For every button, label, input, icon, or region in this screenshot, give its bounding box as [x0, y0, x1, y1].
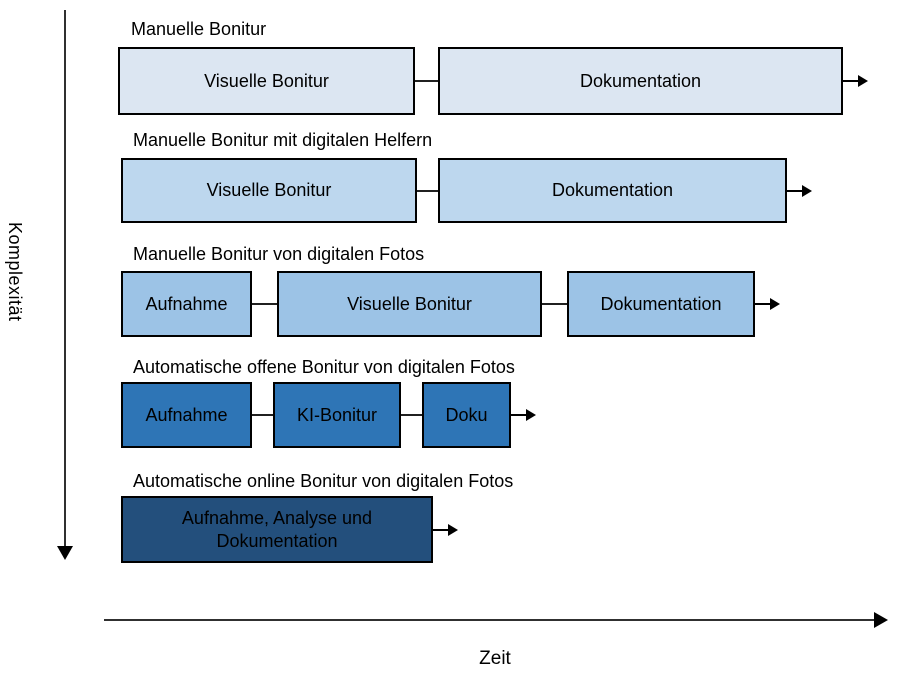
process-step-box: Aufnahme	[121, 271, 252, 337]
connector-line	[401, 414, 422, 416]
step-label: Dokumentation	[551, 180, 674, 201]
process-row: Aufnahme, Analyse und Dokumentation	[121, 496, 458, 563]
step-label: Aufnahme	[145, 293, 228, 314]
row-title: Automatische online Bonitur von digitale…	[133, 471, 514, 491]
arrowhead-right-icon	[448, 523, 458, 536]
row-title: Automatische offene Bonitur von digitale…	[133, 357, 515, 377]
x-axis-line	[104, 619, 876, 621]
process-step-box: Visuelle Bonitur	[121, 158, 417, 223]
arrow-right-icon	[874, 612, 888, 628]
y-axis-label: Komplexität	[5, 222, 25, 322]
connector-line	[252, 414, 273, 416]
flow-arrow	[787, 184, 812, 197]
step-label: Visuelle Bonitur	[204, 70, 329, 91]
connector-line	[415, 80, 438, 82]
connector-line	[417, 189, 438, 192]
process-step-box: Visuelle Bonitur	[277, 271, 542, 337]
flow-arrow	[755, 298, 780, 310]
arrow-shaft	[433, 528, 448, 531]
row-title: Manuelle Bonitur	[131, 19, 267, 39]
arrowhead-right-icon	[526, 409, 536, 421]
row-title: Manuelle Bonitur von digitalen Fotos	[133, 244, 425, 264]
y-axis-line	[64, 10, 66, 548]
process-step-box: Visuelle Bonitur	[118, 47, 415, 115]
process-row: Aufnahme Visuelle Bonitur Dokumentation	[121, 271, 780, 337]
arrow-down-icon	[57, 546, 73, 560]
arrowhead-right-icon	[802, 184, 812, 197]
arrowhead-right-icon	[858, 75, 868, 87]
x-axis-label: Zeit	[479, 648, 511, 669]
process-step-box: Dokumentation	[567, 271, 755, 337]
step-label: Visuelle Bonitur	[206, 180, 332, 201]
arrow-shaft	[511, 414, 526, 416]
flow-arrow	[511, 409, 536, 421]
connector-line	[252, 303, 277, 305]
flow-arrow	[843, 75, 868, 87]
step-label: KI-Bonitur	[296, 404, 378, 425]
row-title: Manuelle Bonitur mit digitalen Helfern	[133, 130, 433, 150]
process-step-box: Aufnahme, Analyse und Dokumentation	[121, 496, 433, 563]
step-label: Dokumentation	[579, 70, 702, 91]
flow-arrow	[433, 523, 458, 536]
arrow-shaft	[755, 303, 770, 305]
step-label: Visuelle Bonitur	[347, 293, 472, 314]
process-step-box: Doku	[422, 382, 511, 448]
arrow-shaft	[843, 80, 858, 82]
arrow-shaft	[787, 189, 802, 192]
process-step-box: Dokumentation	[438, 158, 787, 223]
process-step-box: Dokumentation	[438, 47, 843, 115]
process-row: Visuelle Bonitur Dokumentation	[121, 158, 812, 223]
process-row: Aufnahme KI-Bonitur Doku	[121, 382, 536, 448]
step-label: Aufnahme, Analyse und Dokumentation	[181, 508, 373, 551]
step-label: Aufnahme	[145, 404, 228, 425]
process-step-box: Aufnahme	[121, 382, 252, 448]
step-label: Dokumentation	[600, 293, 722, 314]
arrowhead-right-icon	[770, 298, 780, 310]
connector-line	[542, 303, 567, 305]
process-step-box: KI-Bonitur	[273, 382, 401, 448]
process-row: Visuelle Bonitur Dokumentation	[118, 47, 868, 115]
step-label: Doku	[445, 404, 488, 425]
